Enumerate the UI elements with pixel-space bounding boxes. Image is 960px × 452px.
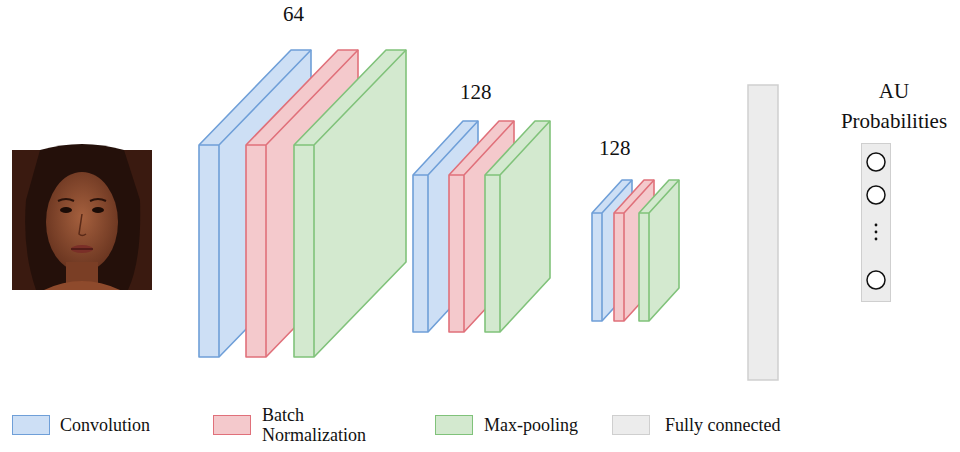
max-pooling-slab-edge xyxy=(485,121,550,332)
fully-connected-layer xyxy=(748,85,778,380)
ellipsis-dot xyxy=(874,223,877,226)
legend-label: Fully connected xyxy=(665,415,780,435)
max-pooling-slab xyxy=(485,121,550,332)
legend-swatch xyxy=(12,415,50,435)
legend-swatch xyxy=(213,415,251,435)
max-pooling-slab-edge xyxy=(639,180,679,321)
legend-label: Batch Normalization xyxy=(262,405,382,445)
output-unit xyxy=(867,271,885,289)
max-pooling-slab xyxy=(294,50,406,357)
output-vector: AU Probabilities xyxy=(861,143,891,302)
legend-swatch xyxy=(612,415,650,435)
channel-count: 128 xyxy=(460,80,492,105)
output-unit xyxy=(867,186,885,204)
max-pooling-slab xyxy=(639,180,679,321)
output-heading: AU Probabilities xyxy=(833,76,955,136)
ellipsis-dot xyxy=(874,237,877,240)
legend-label: Max-pooling xyxy=(484,415,578,435)
ellipsis-dot xyxy=(874,230,877,233)
output-units xyxy=(861,143,891,302)
max-pooling-slab-edge xyxy=(294,50,406,357)
legend-label: Convolution xyxy=(60,415,150,435)
channel-count: 128 xyxy=(599,136,631,161)
legend-swatch xyxy=(435,415,473,435)
channel-count: 64 xyxy=(283,2,304,27)
face-photo xyxy=(12,144,152,290)
output-unit xyxy=(867,153,885,171)
